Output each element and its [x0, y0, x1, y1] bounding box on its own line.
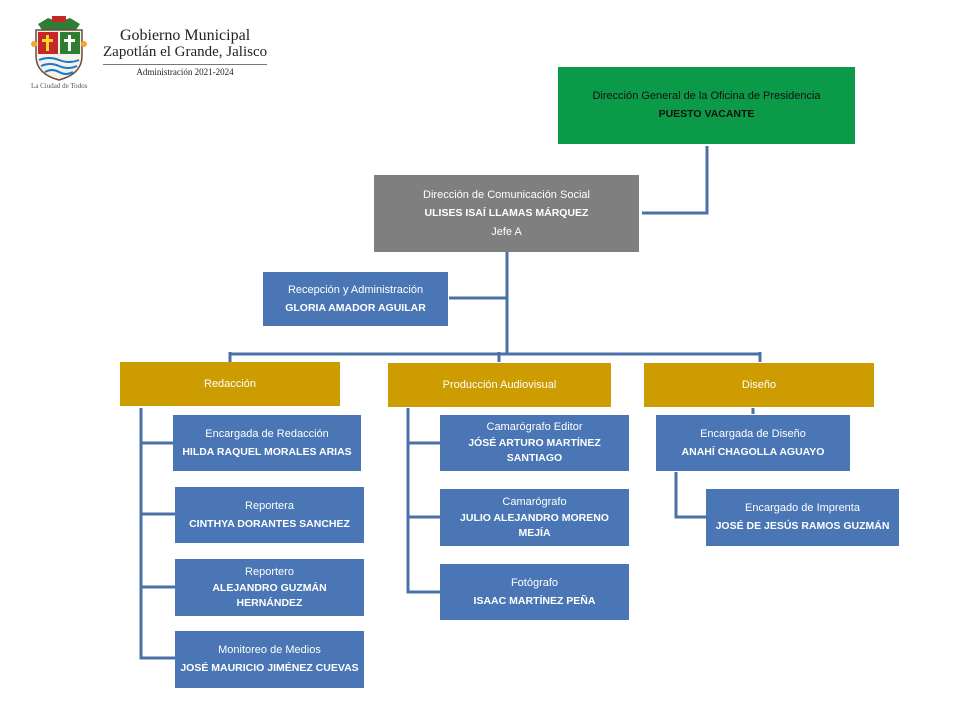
node-reportero-title: Reportero — [245, 565, 294, 578]
node-enc-redaccion-name: HILDA RAQUEL MORALES ARIAS — [182, 445, 352, 458]
node-enc-diseno-name: ANAHÍ CHAGOLLA AGUAYO — [681, 445, 825, 458]
node-enc-redaccion: Encargada de Redacción HILDA RAQUEL MORA… — [173, 415, 361, 471]
node-fotografo: Fotógrafo ISAAC MARTÍNEZ PEÑA — [440, 564, 629, 620]
connector-imprenta — [674, 472, 706, 519]
node-diseno: Diseño — [644, 363, 874, 407]
node-camarografo-name: JULIO ALEJANDRO MORENO MEJÍA — [460, 511, 609, 539]
node-reportero: Reportero ALEJANDRO GUZMÁN HERNÁNDEZ — [175, 559, 364, 616]
node-produccion: Producción Audiovisual — [388, 363, 611, 407]
node-enc-diseno: Encargada de Diseño ANAHÍ CHAGOLLA AGUAY… — [656, 415, 850, 471]
city-tagline: La Ciudad de Todos — [31, 82, 88, 90]
municipal-logo — [30, 16, 88, 82]
node-recepcion-title: Recepción y Administración — [287, 283, 424, 296]
node-comunicacion: Dirección de Comunicación Social ULISES … — [374, 175, 639, 252]
node-camarografo: Camarógrafo JULIO ALEJANDRO MORENO MEJÍA — [440, 489, 629, 546]
node-enc-imprenta: Encargado de Imprenta JOSÉ DE JESÚS RAMO… — [706, 489, 899, 546]
node-recepcion: Recepción y Administración GLORIA AMADOR… — [263, 272, 448, 326]
node-reportera-title: Reportera — [245, 499, 294, 512]
node-monitoreo: Monitoreo de Medios JOSÉ MAURICIO JIMÉNE… — [175, 631, 364, 688]
node-enc-imprenta-title: Encargado de Imprenta — [745, 502, 860, 514]
node-camarografo-editor-title: Camarógrafo Editor — [486, 421, 583, 433]
node-reportera-name: CINTHYA DORANTES SANCHEZ — [189, 517, 350, 530]
connector-presidencia — [642, 146, 709, 215]
connector-produccion-spine — [406, 408, 440, 594]
node-camarografo-editor: Camarógrafo Editor JÓSÉ ARTURO MARTÍNEZ … — [440, 415, 629, 471]
node-camarografo-title: Camarógrafo — [502, 495, 567, 508]
node-diseno-title: Diseño — [741, 379, 777, 391]
municipality-line-1: Gobierno Municipal — [119, 27, 251, 44]
connector-redaccion-spine — [139, 408, 176, 660]
node-comunicacion-title: Dirección de Comunicación Social — [423, 189, 590, 201]
node-enc-diseno-title: Encargada de Diseño — [700, 427, 806, 440]
node-comunicacion-level: Jefe A — [491, 226, 522, 238]
node-presidencia: Dirección General de la Oficina de Presi… — [558, 67, 855, 144]
node-fotografo-name: ISAAC MARTÍNEZ PEÑA — [473, 594, 596, 607]
node-monitoreo-name: JOSÉ MAURICIO JIMÉNEZ CUEVAS — [180, 662, 359, 674]
municipality-line-2: Zapotlán el Grande, Jalisco — [103, 44, 268, 60]
node-monitoreo-title: Monitoreo de Medios — [218, 644, 321, 656]
node-presidencia-title: Dirección General de la Oficina de Presi… — [592, 90, 821, 102]
node-reportero-name: ALEJANDRO GUZMÁN HERNÁNDEZ — [212, 581, 327, 609]
node-enc-imprenta-name: JOSÉ DE JESÚS RAMOS GUZMÁN — [715, 520, 890, 532]
coat-of-arms-icon — [31, 16, 87, 81]
node-reportera: Reportera CINTHYA DORANTES SANCHEZ — [175, 487, 364, 543]
node-redaccion: Redacción — [120, 362, 340, 406]
node-fotografo-title: Fotógrafo — [510, 576, 559, 589]
node-comunicacion-name: ULISES ISAÍ LLAMAS MÁRQUEZ — [424, 207, 589, 219]
node-produccion-title: Producción Audiovisual — [442, 379, 557, 391]
node-enc-redaccion-title: Encargada de Redacción — [205, 427, 329, 440]
node-recepcion-name: GLORIA AMADOR AGUILAR — [285, 301, 426, 314]
administration-period: Administración 2021-2024 — [103, 64, 268, 77]
node-redaccion-title: Redacción — [204, 378, 256, 390]
node-presidencia-name: PUESTO VACANTE — [658, 108, 755, 120]
municipality-title: Gobierno Municipal Zapotlán el Grande, J… — [103, 27, 268, 77]
node-camarografo-editor-name: JÓSÉ ARTURO MARTÍNEZ SANTIAGO — [468, 437, 601, 464]
